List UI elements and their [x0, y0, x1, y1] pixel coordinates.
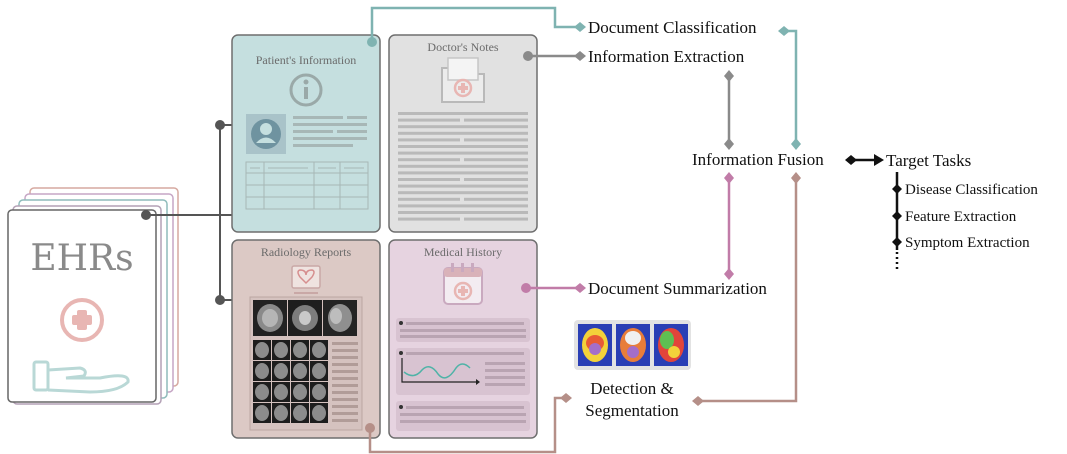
ehr-bracket-connector: [141, 120, 232, 305]
target-tasks-title: Target Tasks: [886, 151, 971, 170]
mri-scan-panel: [249, 296, 363, 431]
label-information-fusion: Information Fusion: [692, 150, 824, 169]
heart-monitor-icon: [291, 265, 321, 294]
connector-summarization: [521, 172, 734, 293]
card-doctors-notes: Doctor's Notes: [388, 34, 538, 233]
history-block-2: [396, 348, 530, 395]
card-medical-history: Medical History: [388, 239, 538, 439]
segmentation-thumbnails: [574, 320, 691, 370]
history-block-1: [396, 318, 530, 342]
target-item-disease-classification: Disease Classification: [905, 182, 1038, 198]
radiology-card-title: Radiology Reports: [261, 245, 352, 259]
medical-plus-icon: [60, 298, 104, 342]
hand-icon: [32, 360, 130, 394]
label-document-classification: Document Classification: [588, 18, 757, 37]
target-item-symptom-extraction: Symptom Extraction: [905, 235, 1030, 251]
label-document-summarization: Document Summarization: [588, 279, 767, 298]
folder-icon: [441, 57, 485, 103]
history-block-3: [396, 401, 530, 431]
notes-card-title: Doctor's Notes: [427, 40, 498, 54]
ehr-stack: EHRs: [7, 187, 179, 405]
label-information-extraction: Information Extraction: [588, 47, 745, 66]
connector-extraction: [523, 51, 734, 150]
calendar-icon: [443, 263, 483, 305]
connector-detection: [365, 172, 801, 454]
info-icon: [289, 73, 323, 107]
notes-text-lines: [398, 112, 528, 221]
ehr-title: EHRs: [30, 238, 133, 279]
connector-classification: [367, 6, 801, 150]
patient-card-title: Patient's Information: [256, 53, 356, 67]
connector-target: [845, 154, 902, 272]
card-radiology-reports: Radiology Reports: [231, 239, 381, 439]
card-patient-information: Patient's Information: [231, 34, 381, 233]
avatar-icon: [246, 114, 286, 154]
target-item-feature-extraction: Feature Extraction: [905, 209, 1017, 225]
label-detection-line2: Segmentation: [585, 401, 679, 420]
patient-table: [245, 161, 369, 210]
history-card-title: Medical History: [424, 245, 502, 259]
label-detection-line1: Detection &: [590, 379, 674, 398]
patient-text-lines: [293, 116, 367, 147]
